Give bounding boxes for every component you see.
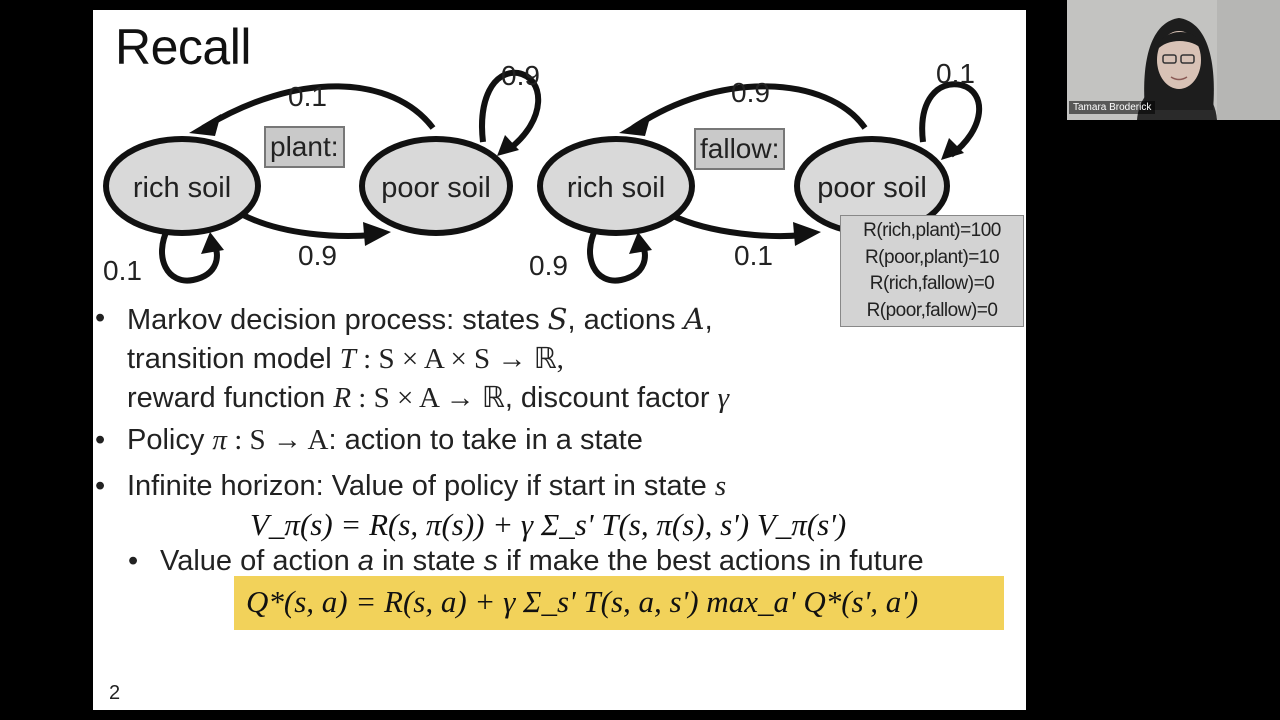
prob-label: 0.9 xyxy=(501,60,540,91)
bullet-text: , discount factor xyxy=(504,382,718,414)
bullet-mdp-line3: reward function R : S × A → ℝ, discount … xyxy=(127,380,729,415)
bullet-dot: • xyxy=(128,545,139,577)
arrowhead xyxy=(619,114,651,136)
prob-label: 0.1 xyxy=(288,81,327,112)
reward-row: R(poor,plant)=10 xyxy=(864,246,1000,268)
bullet-text: transition model xyxy=(127,343,340,375)
arrowhead xyxy=(363,222,391,246)
prob-label: 0.1 xyxy=(103,255,142,286)
math-symbol: π xyxy=(212,424,227,456)
math-expr: : S × A → ℝ xyxy=(351,382,505,414)
reward-row: R(rich,fallow)=0 xyxy=(869,273,995,294)
action-label-plant: plant: xyxy=(264,126,345,168)
edge-rich-to-poor-fallow xyxy=(669,212,804,239)
bullet-text: Value of action xyxy=(160,545,358,577)
math-symbol: S xyxy=(547,302,568,336)
q-equation-highlight: Q*(s, a) = R(s, a) + γ Σ_s' T(s, a, s') … xyxy=(234,576,1004,630)
math-symbol: A xyxy=(683,302,705,336)
reward-table: R(rich,plant)=100 R(poor,plant)=10 R(ric… xyxy=(840,215,1024,327)
bullet-text: Infinite horizon: Value of policy if sta… xyxy=(127,470,715,502)
participant-avatar xyxy=(1067,0,1280,120)
arrowhead xyxy=(793,222,821,246)
self-loop-poor-fallow xyxy=(919,81,983,158)
value-equation: V_π(s) = R(s, π(s)) + γ Σ_s' T(s, π(s), … xyxy=(250,507,847,542)
bullet-text: reward function xyxy=(127,382,334,414)
self-loop-rich-fallow xyxy=(587,226,648,284)
participant-video[interactable]: Tamara Broderick xyxy=(1067,0,1280,120)
prob-label: 0.9 xyxy=(529,250,568,281)
q-equation: Q*(s, a) = R(s, a) + γ Σ_s' T(s, a, s') … xyxy=(246,584,919,619)
plant-diagram: rich soil poor soil 0.1 0.9 0.1 0.9 xyxy=(103,60,542,286)
bullet-policy: • Policy π : S → A: action to take in a … xyxy=(95,424,643,457)
math-expr: : S × A × S → ℝ, xyxy=(355,343,564,375)
edge-poor-to-rich-fallow xyxy=(631,83,868,131)
prob-label: 0.9 xyxy=(731,77,770,108)
bullet-dot: • xyxy=(95,424,106,456)
reward-row: R(rich,plant)=100 xyxy=(863,220,1001,241)
bullet-infinite-horizon: • Infinite horizon: Value of policy if s… xyxy=(95,470,727,503)
mdp-diagram: rich soil poor soil 0.1 0.9 0.1 0.9 rich… xyxy=(103,58,983,286)
bullet-value-of-action: • Value of action a in state s if make t… xyxy=(128,545,924,578)
math-symbol: s xyxy=(483,545,499,577)
arrowhead xyxy=(941,138,964,160)
math-symbol: T xyxy=(339,343,356,375)
arrowhead xyxy=(201,232,224,254)
bullet-text: , actions xyxy=(567,304,684,336)
slide: Recall rich soil poor soil 0.1 0.9 0.1 0… xyxy=(93,10,1026,710)
math-symbol: γ xyxy=(717,382,730,414)
bullet-mdp-line2: transition model T : S × A × S → ℝ, xyxy=(127,341,564,376)
fallow-diagram: rich soil poor soil 0.9 0.1 0.9 0.1 xyxy=(529,58,983,284)
state-label: poor soil xyxy=(817,172,927,204)
edge-poor-to-rich-plant xyxy=(201,83,436,131)
state-rich-soil-plant xyxy=(103,136,261,236)
participant-name: Tamara Broderick xyxy=(1069,101,1156,114)
slide-title: Recall xyxy=(115,19,251,75)
state-poor-soil-plant xyxy=(359,136,513,236)
bullet-dot: • xyxy=(95,470,106,502)
bullet-text: in state xyxy=(373,545,484,577)
arrowhead xyxy=(629,232,652,254)
prob-label: 0.1 xyxy=(734,240,773,271)
reward-row: R(poor,fallow)=0 xyxy=(866,299,998,321)
bullet-mdp-line1: • Markov decision process: states S, act… xyxy=(95,302,713,337)
math-expr: : S → A xyxy=(226,424,329,456)
state-label: rich soil xyxy=(133,172,231,204)
bullet-text: if make the best actions in future xyxy=(498,545,924,577)
arrowhead xyxy=(189,114,221,136)
bullet-text: , xyxy=(704,304,713,336)
bullet-text: : action to take in a state xyxy=(328,424,643,456)
math-symbol: s xyxy=(714,470,727,502)
state-rich-soil-fallow xyxy=(537,136,695,236)
arrowhead xyxy=(497,135,519,156)
math-symbol: a xyxy=(357,545,374,577)
bullet-dot: • xyxy=(95,302,106,334)
self-loop-poor-plant xyxy=(479,69,542,153)
math-symbol: R xyxy=(333,382,352,414)
prob-label: 0.9 xyxy=(298,240,337,271)
prob-label: 0.1 xyxy=(936,58,975,89)
self-loop-rich-plant xyxy=(159,226,220,284)
state-label: rich soil xyxy=(567,172,665,204)
state-label: poor soil xyxy=(381,172,491,204)
bullet-text: Policy xyxy=(127,424,213,456)
page-number: 2 xyxy=(109,682,121,704)
edge-rich-to-poor-plant xyxy=(241,212,374,239)
action-label-fallow: fallow: xyxy=(694,128,786,170)
bullet-text: Markov decision process: states xyxy=(127,304,548,336)
